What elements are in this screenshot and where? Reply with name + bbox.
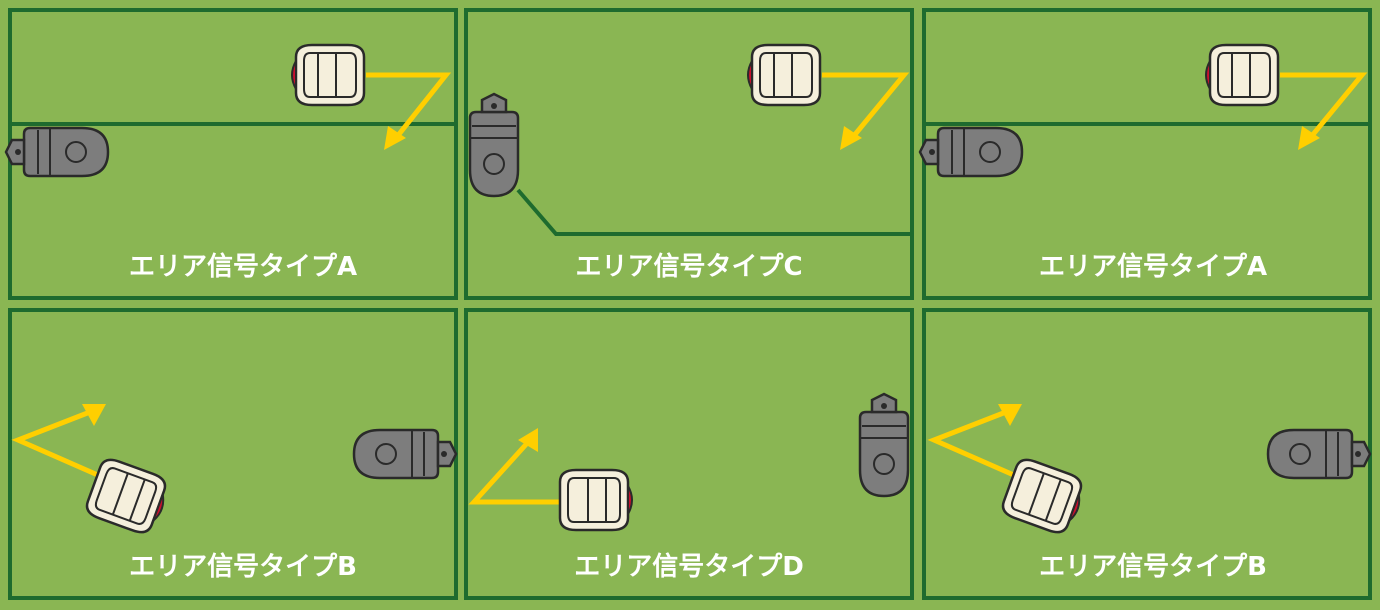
path-arrow-line [822,72,910,145]
arrow-head-icon [518,428,538,452]
mower-icon [746,43,822,107]
panel-border [464,8,914,300]
panel-type-b-1: エリア信号タイプB [8,308,458,600]
arrow-head-icon [384,126,406,150]
path-arrow-line [1280,72,1368,145]
panel-type-a-2: エリア信号タイプA [918,8,1372,300]
path-arrow-line [927,409,1018,479]
path-arrow-line [468,438,560,505]
panel-label: エリア信号タイプB [1039,552,1267,582]
mower-icon [558,468,634,532]
panel-type-b-2: エリア信号タイプB [922,308,1372,600]
panel-type-c: エリア信号タイプC [464,8,914,300]
panel-border [464,308,914,600]
arrow-head-icon [1298,126,1320,150]
arrow-head-icon [82,404,106,426]
path-arrow-line [366,72,452,145]
arrow-head-icon [998,404,1022,426]
arrow-head-icon [840,126,862,150]
path-arrow-line [11,409,102,479]
mower-icon [1204,43,1280,107]
panel-label: エリア信号タイプA [129,252,357,282]
panel-type-a-1: エリア信号タイプA [4,8,458,300]
panel-label: エリア信号タイプB [129,552,357,582]
mower-icon [290,43,366,107]
panel-type-d: エリア信号タイプD [464,308,914,600]
panel-label: エリア信号タイプA [1039,252,1267,282]
panel-label: エリア信号タイプD [574,552,804,582]
panel-label: エリア信号タイプC [575,252,802,282]
boundary-wire [516,188,912,236]
